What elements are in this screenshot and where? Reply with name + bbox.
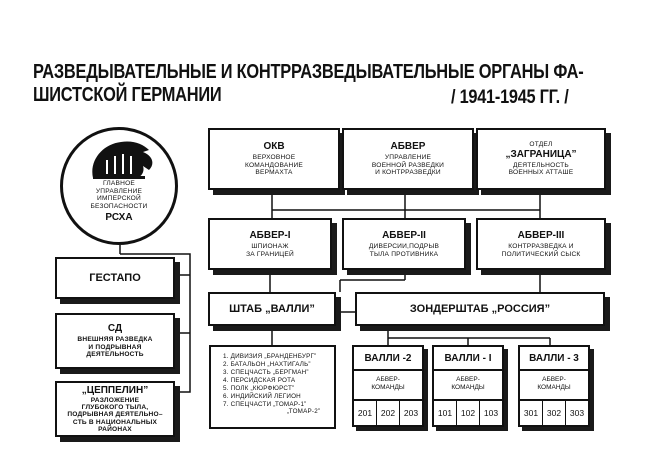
- valli-3-cell-3: 303: [569, 408, 585, 418]
- gestapo-title: ГЕСТАПО: [89, 271, 141, 284]
- unit-item-7: 7. СПЕЦЧАСТИ „ТОМАР-1”: [223, 400, 307, 408]
- zagranitsa-title: „ЗАГРАНИЦА”: [505, 148, 577, 160]
- rsha-subtitle-2: УПРАВЛЕНИЕ: [95, 187, 143, 195]
- unit-item-6: 6. ИНДИЙСКИЙ ЛЕГИОН: [223, 392, 301, 400]
- valli-2-sub-1: АБВЕР-: [376, 376, 400, 383]
- rsha-circle: ГЛАВНОЕ УПРАВЛЕНИЕ ИМПЕРСКОЙ БЕЗОПАСНОСТ…: [60, 127, 178, 245]
- okw-line-2: КОМАНДОВАНИЕ: [244, 161, 304, 169]
- valli-3-sub-2: КОМАНДЫ: [537, 383, 571, 391]
- abwehr-line-1: УПРАВЛЕНИЕ: [384, 153, 432, 161]
- zeppelin-box: „ЦЕППЕЛИН” РАЗЛОЖЕНИЕ ГЛУБОКОГО ТЫЛА, ПО…: [55, 381, 175, 437]
- abwehr-3-line-1: КОНТРРАЗВЕДКА И: [508, 242, 574, 250]
- unit-item-2: 2. БАТАЛЬОН „НАХТИГАЛЬ”: [223, 360, 311, 368]
- abwehr-2-line-2: ТЫЛА ПРОТИВНИКА: [369, 250, 439, 258]
- zagranitsa-line-1: ДЕЯТЕЛЬНОСТЬ: [513, 161, 569, 169]
- rsha-subtitle-1: ГЛАВНОЕ: [102, 180, 135, 187]
- abwehr-1-box: АБВЕР-I ШПИОНАЖ ЗА ГРАНИЦЕЙ: [208, 218, 332, 270]
- valli-3-sub-1: АБВЕР-: [542, 376, 566, 383]
- abwehr-2-title: АБВЕР-II: [382, 229, 426, 241]
- unit-item-5: 5. ПОЛК „КЮРФЮРСТ”: [223, 384, 295, 392]
- valli-1-cell-1: 101: [434, 401, 457, 425]
- abwehr-3-line-2: ПОЛИТИЧЕСКИЙ СЫСК: [501, 250, 581, 258]
- diagram-title-line2: ШИСТСКОЙ ГЕРМАНИИ: [33, 83, 222, 106]
- sondershtab-box: ЗОНДЕРШТАБ „РОССИЯ”: [355, 292, 605, 326]
- abwehr-title: АБВЕР: [390, 140, 426, 152]
- sd-box: СД ВНЕШНЯЯ РАЗВЕДКА И ПОДРЫВНАЯ ДЕЯТЕЛЬН…: [55, 313, 175, 369]
- abwehr-1-line-1: ШПИОНАЖ: [251, 242, 289, 250]
- valli-2-sub-2: КОМАНДЫ: [371, 383, 405, 391]
- rsha-to-left-connector: [119, 245, 191, 393]
- valli-3-title: ВАЛЛИ - 3: [520, 347, 588, 371]
- unit-item-8: „ТОМАР-2”: [287, 408, 321, 416]
- zagranitsa-box: ОТДЕЛ „ЗАГРАНИЦА” ДЕЯТЕЛЬНОСТЬ ВОЕННЫХ А…: [476, 128, 606, 190]
- okw-line-3: ВЕРМАХТА: [255, 169, 293, 177]
- valli-2-title: ВАЛЛИ -2: [354, 347, 422, 371]
- valli-3-box: ВАЛЛИ - 3 АБВЕР- КОМАНДЫ 301 302 303: [518, 345, 590, 427]
- unit-item-1: 1. ДИВИЗИЯ „БРАНДЕНБУРГ”: [223, 353, 317, 360]
- okw-line-1: ВЕРХОВНОЕ: [252, 153, 296, 161]
- valli-2-box: ВАЛЛИ -2 АБВЕР- КОМАНДЫ 201 202 203: [352, 345, 424, 427]
- unit-item-4: 4. ПЕРСИДСКАЯ РОТА: [223, 376, 296, 384]
- valli-2-cell-3: 203: [403, 408, 419, 418]
- okw-box: ОКВ ВЕРХОВНОЕ КОМАНДОВАНИЕ ВЕРМАХТА: [208, 128, 340, 190]
- gestapo-box: ГЕСТАПО: [55, 257, 175, 299]
- valli-2-cell-1: 201: [354, 401, 377, 425]
- valli-2-cell-2: 202: [377, 401, 400, 425]
- zagranitsa-line-2: ВОЕННЫХ АТТАШЕ: [508, 169, 574, 177]
- abwehr-to-shtab-connector: [269, 270, 406, 292]
- diagram-title-line1: РАЗВЕДЫВАТЕЛЬНЫЕ И КОНТРРАЗВЕДЫВАТЕЛЬНЫЕ…: [33, 60, 584, 83]
- sondershtab-title: ЗОНДЕРШТАБ „РОССИЯ”: [409, 302, 551, 315]
- eagle-icon: [92, 141, 153, 179]
- abwehr-3-title: АБВЕР-III: [517, 229, 565, 241]
- sondershtab-to-valli-connector: [387, 325, 551, 345]
- abwehr-line-2: ВОЕННОЙ РАЗВЕДКИ: [371, 161, 445, 169]
- valli-1-cell-3: 103: [483, 408, 499, 418]
- abwehr-box: АБВЕР УПРАВЛЕНИЕ ВОЕННОЙ РАЗВЕДКИ И КОНТ…: [342, 128, 474, 190]
- sd-title: СД: [107, 322, 123, 334]
- zeppelin-line-5: РАЙОНАХ: [98, 425, 132, 433]
- rsha-subtitle-4: БЕЗОПАСНОСТИ: [90, 202, 148, 210]
- zeppelin-line-1: РАЗЛОЖЕНИЕ: [90, 396, 140, 404]
- abwehr-1-line-2: ЗА ГРАНИЦЕЙ: [246, 250, 294, 258]
- special-units-box: 1. ДИВИЗИЯ „БРАНДЕНБУРГ” 2. БАТАЛЬОН „НА…: [209, 345, 336, 429]
- abwehr-line-3: И КОНТРРАЗВЕДКИ: [375, 169, 441, 177]
- shtab-valli-box: ШТАБ „ВАЛЛИ”: [208, 292, 336, 326]
- abwehr-3-box: АБВЕР-III КОНТРРАЗВЕДКА И ПОЛИТИЧЕСКИЙ С…: [476, 218, 606, 270]
- sd-line-2: И ПОДРЫВНАЯ: [88, 343, 142, 351]
- abwehr-2-line-1: ДИВЕРСИИ,ПОДРЫВ: [368, 242, 440, 250]
- rsha-title: РСХА: [105, 212, 133, 224]
- valli-3-cell-2: 302: [543, 401, 566, 425]
- sd-line-3: ДЕЯТЕЛЬНОСТЬ: [86, 351, 144, 359]
- valli-1-sub-2: КОМАНДЫ: [451, 383, 485, 391]
- valli-1-cell-2: 102: [457, 401, 480, 425]
- diagram-years: / 1941-1945 ГГ. /: [451, 87, 569, 108]
- valli-1-title: ВАЛЛИ - I: [434, 347, 502, 371]
- valli-3-cell-1: 301: [520, 401, 543, 425]
- valli-1-sub-1: АБВЕР-: [456, 376, 480, 383]
- abwehr-1-title: АБВЕР-I: [249, 229, 291, 241]
- valli-1-box: ВАЛЛИ - I АБВЕР- КОМАНДЫ 101 102 103: [432, 345, 504, 427]
- zeppelin-line-4: СТЬ В НАЦИОНАЛЬНЫХ: [72, 418, 158, 426]
- rsha-subtitle-3: ИМПЕРСКОЙ: [97, 195, 141, 203]
- left-boxes-connector: [175, 274, 190, 334]
- okw-title: ОКВ: [263, 140, 285, 152]
- zeppelin-line-2: ГЛУБОКОГО ТЫЛА,: [81, 404, 149, 412]
- unit-item-3: 3. СПЕЦЧАСТЬ „БЕРГМАН”: [223, 368, 309, 376]
- zagranitsa-pre: ОТДЕЛ: [529, 140, 553, 148]
- zeppelin-title: „ЦЕППЕЛИН”: [81, 384, 149, 396]
- abwehr-2-box: АБВЕР-II ДИВЕРСИИ,ПОДРЫВ ТЫЛА ПРОТИВНИКА: [342, 218, 466, 270]
- zeppelin-line-3: ПОДРЫВНАЯ ДЕЯТЕЛЬНО–: [67, 411, 163, 419]
- shtab-valli-title: ШТАБ „ВАЛЛИ”: [229, 302, 315, 315]
- abwehr-to-departments-connector: [272, 190, 541, 218]
- sd-line-1: ВНЕШНЯЯ РАЗВЕДКА: [77, 335, 153, 343]
